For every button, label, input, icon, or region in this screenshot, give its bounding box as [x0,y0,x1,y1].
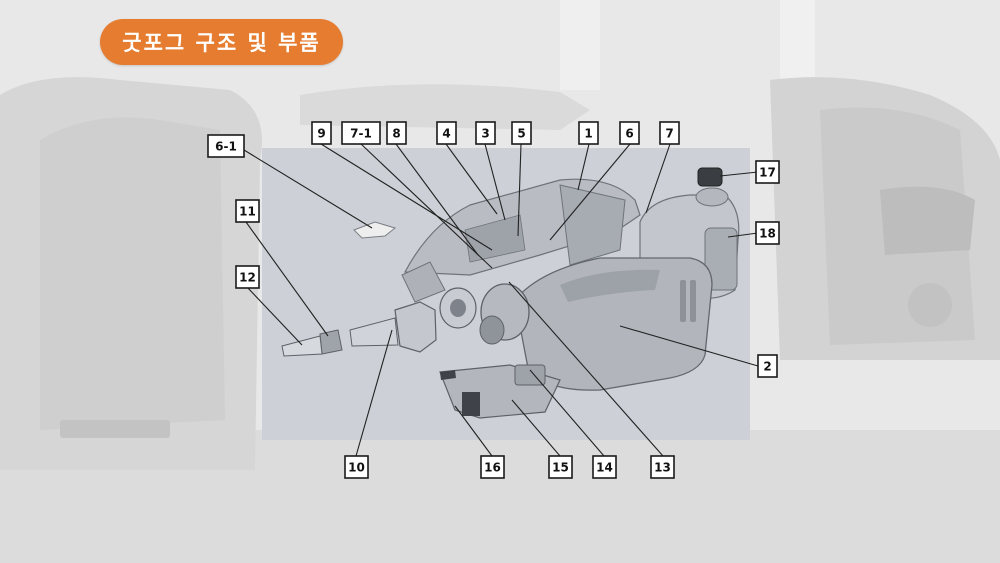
svg-text:15: 15 [552,461,569,475]
svg-text:14: 14 [596,461,613,475]
callout-5: 5 [511,121,532,145]
callout-15: 15 [548,455,573,479]
callout-6: 6 [619,121,640,145]
callout-7-1: 7-1 [341,121,381,145]
svg-text:2: 2 [763,360,771,374]
svg-text:10: 10 [348,461,365,475]
callout-1: 1 [578,121,599,145]
callout-14: 14 [592,455,617,479]
leader-lines [243,143,759,457]
callout-10: 10 [344,455,369,479]
svg-text:17: 17 [759,166,776,180]
callout-8: 8 [386,121,407,145]
callout-9: 9 [311,121,332,145]
callout-7: 7 [659,121,680,145]
svg-text:11: 11 [239,205,256,219]
callout-6-1: 6-1 [207,134,245,158]
callout-3: 3 [475,121,496,145]
svg-text:6: 6 [625,127,633,141]
svg-text:8: 8 [392,127,400,141]
svg-text:5: 5 [517,127,525,141]
svg-text:16: 16 [484,461,501,475]
svg-text:4: 4 [442,127,450,141]
page-title: 굿포그 구조 및 부품 [100,19,343,65]
svg-text:18: 18 [759,227,776,241]
callout-17: 17 [755,160,780,184]
callout-11: 11 [235,199,260,223]
svg-text:1: 1 [584,127,592,141]
svg-text:12: 12 [239,271,256,285]
callout-13: 13 [650,455,675,479]
svg-text:13: 13 [654,461,671,475]
callout-2: 2 [757,354,778,378]
callout-12: 12 [235,265,260,289]
svg-text:7: 7 [665,127,673,141]
svg-text:3: 3 [481,127,489,141]
svg-text:7-1: 7-1 [350,127,372,141]
callout-4: 4 [436,121,457,145]
callout-18: 18 [755,221,780,245]
svg-text:6-1: 6-1 [215,140,237,154]
callout-16: 16 [480,455,505,479]
svg-text:9: 9 [317,127,325,141]
